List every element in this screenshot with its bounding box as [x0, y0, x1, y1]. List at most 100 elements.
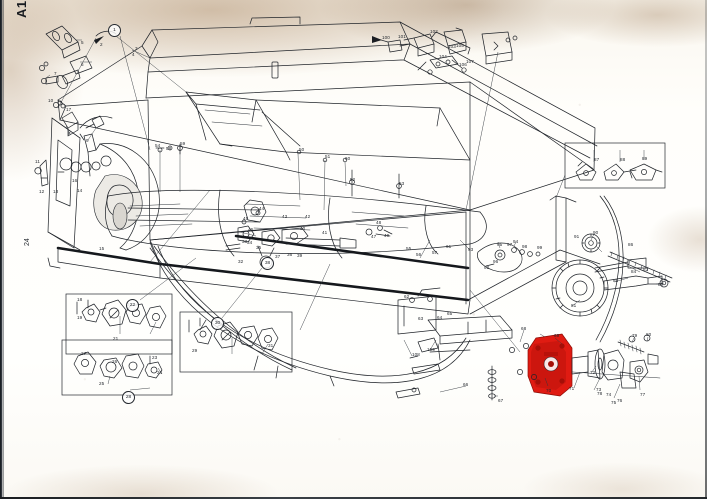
roller-chain: [607, 251, 673, 283]
callout-number-33: 33: [242, 239, 248, 244]
callout-number-97: 97: [507, 242, 513, 247]
callout-number-4: 4: [132, 52, 135, 57]
callout-number-8: 8: [68, 131, 71, 136]
callout-number-81: 81: [571, 303, 577, 308]
callout-number-87: 87: [594, 157, 600, 162]
callout-number-99: 99: [537, 245, 543, 250]
callout-number-84: 84: [631, 269, 637, 274]
callout-number-37: 37: [275, 254, 281, 259]
callout-number-49: 49: [384, 233, 390, 238]
lower-apron: [149, 241, 471, 387]
callout-number-21: 21: [113, 336, 119, 341]
callout-number-44: 44: [259, 206, 265, 211]
circled-callout-28: 28: [122, 391, 135, 404]
callout-number-68: 68: [521, 326, 527, 331]
cluster-92-99: [477, 241, 541, 273]
callout-number-77: 77: [640, 392, 646, 397]
callout-number-86: 86: [628, 242, 634, 247]
callout-number-45: 45: [243, 216, 249, 221]
callout-number-106: 106: [459, 62, 467, 67]
callout-number-26: 26: [112, 359, 118, 364]
callout-number-65: 65: [447, 311, 453, 316]
callout-number-72: 72: [590, 370, 596, 375]
callout-number-61: 61: [446, 244, 452, 249]
callout-number-23: 23: [152, 355, 158, 360]
callout-number-70: 70: [546, 388, 552, 393]
callout-number-73: 73: [596, 387, 602, 392]
callout-number-78: 78: [597, 391, 603, 396]
large-sprocket: [551, 259, 609, 317]
sprocket-cluster: [225, 199, 357, 269]
callout-number-52: 52: [350, 177, 356, 182]
mid-top-fasteners: [155, 143, 402, 199]
callout-number-107: 107: [466, 59, 474, 64]
callout-number-83: 83: [643, 267, 649, 272]
gearbox-exploded-group: [487, 333, 661, 401]
callout-number-41: 41: [322, 230, 328, 235]
callout-number-108: 108: [412, 352, 420, 357]
callout-number-10: 10: [48, 98, 54, 103]
callout-number-11: 11: [35, 159, 40, 164]
callout-number-50: 50: [299, 147, 305, 152]
top-left-parts: [39, 25, 187, 141]
callout-number-67: 67: [498, 398, 504, 403]
callout-number-34: 34: [247, 240, 253, 245]
right-drive-assembly: [549, 195, 673, 317]
callout-number-71: 71: [569, 386, 575, 391]
callout-number-109: 109: [427, 347, 435, 352]
circled-callout-22: 22: [126, 299, 139, 312]
callout-number-31: 31: [268, 343, 274, 348]
upper-right-parts: [372, 27, 518, 211]
bracket-plate: [395, 287, 513, 399]
detail-box-top-right: [555, 142, 666, 199]
callout-number-27: 27: [81, 351, 87, 356]
callout-number-18: 18: [77, 297, 83, 302]
callout-number-74: 74: [606, 392, 612, 397]
callout-number-93: 93: [468, 247, 474, 252]
callout-number-60: 60: [345, 156, 351, 161]
callout-number-94: 94: [513, 239, 519, 244]
callout-number-47: 47: [371, 234, 377, 239]
callout-number-92: 92: [484, 265, 490, 270]
callout-number-103: 103: [448, 44, 456, 49]
callout-number-24: 24: [157, 370, 163, 375]
callout-number-66: 66: [463, 382, 469, 387]
callout-number-104: 104: [439, 54, 447, 59]
callout-number-7: 7: [54, 71, 57, 76]
callout-number-53: 53: [399, 181, 405, 186]
callout-number-14: 14: [77, 188, 83, 193]
chassis-frame: [47, 209, 601, 315]
callout-number-69: 69: [554, 333, 560, 338]
callout-number-57: 57: [432, 250, 438, 255]
callout-number-63: 63: [418, 316, 424, 321]
callout-number-39: 39: [297, 253, 303, 258]
main-roller: [105, 189, 487, 259]
callout-number-9: 9: [86, 138, 89, 143]
detail-box-30: [179, 311, 293, 373]
callout-number-64: 64: [437, 315, 443, 320]
callout-number-102: 102: [430, 29, 438, 34]
callout-number-17: 17: [66, 107, 72, 112]
callout-number-35: 35: [256, 245, 262, 250]
callout-number-58: 58: [166, 146, 172, 151]
callout-number-100: 100: [382, 35, 390, 40]
callout-number-88: 88: [620, 157, 626, 162]
callout-number-91: 91: [574, 234, 580, 239]
callout-number-5: 5: [81, 40, 84, 45]
callout-number-85: 85: [613, 278, 619, 283]
fastener-column: [487, 365, 497, 401]
small-sprocket: [581, 233, 601, 253]
detail-box-22: [65, 293, 173, 355]
callout-number-12: 12: [39, 189, 45, 194]
callout-number-51: 51: [325, 154, 331, 159]
callout-number-95: 95: [497, 242, 503, 247]
callout-number-40: 40: [300, 226, 306, 231]
callout-number-29: 29: [192, 348, 198, 353]
callout-number-32: 32: [238, 259, 244, 264]
callout-number-96: 96: [493, 259, 499, 264]
callout-number-6: 6: [81, 62, 84, 67]
section-label: A1: [14, 0, 29, 18]
callout-number-42: 42: [305, 214, 311, 219]
callout-number-105: 105: [456, 43, 464, 48]
